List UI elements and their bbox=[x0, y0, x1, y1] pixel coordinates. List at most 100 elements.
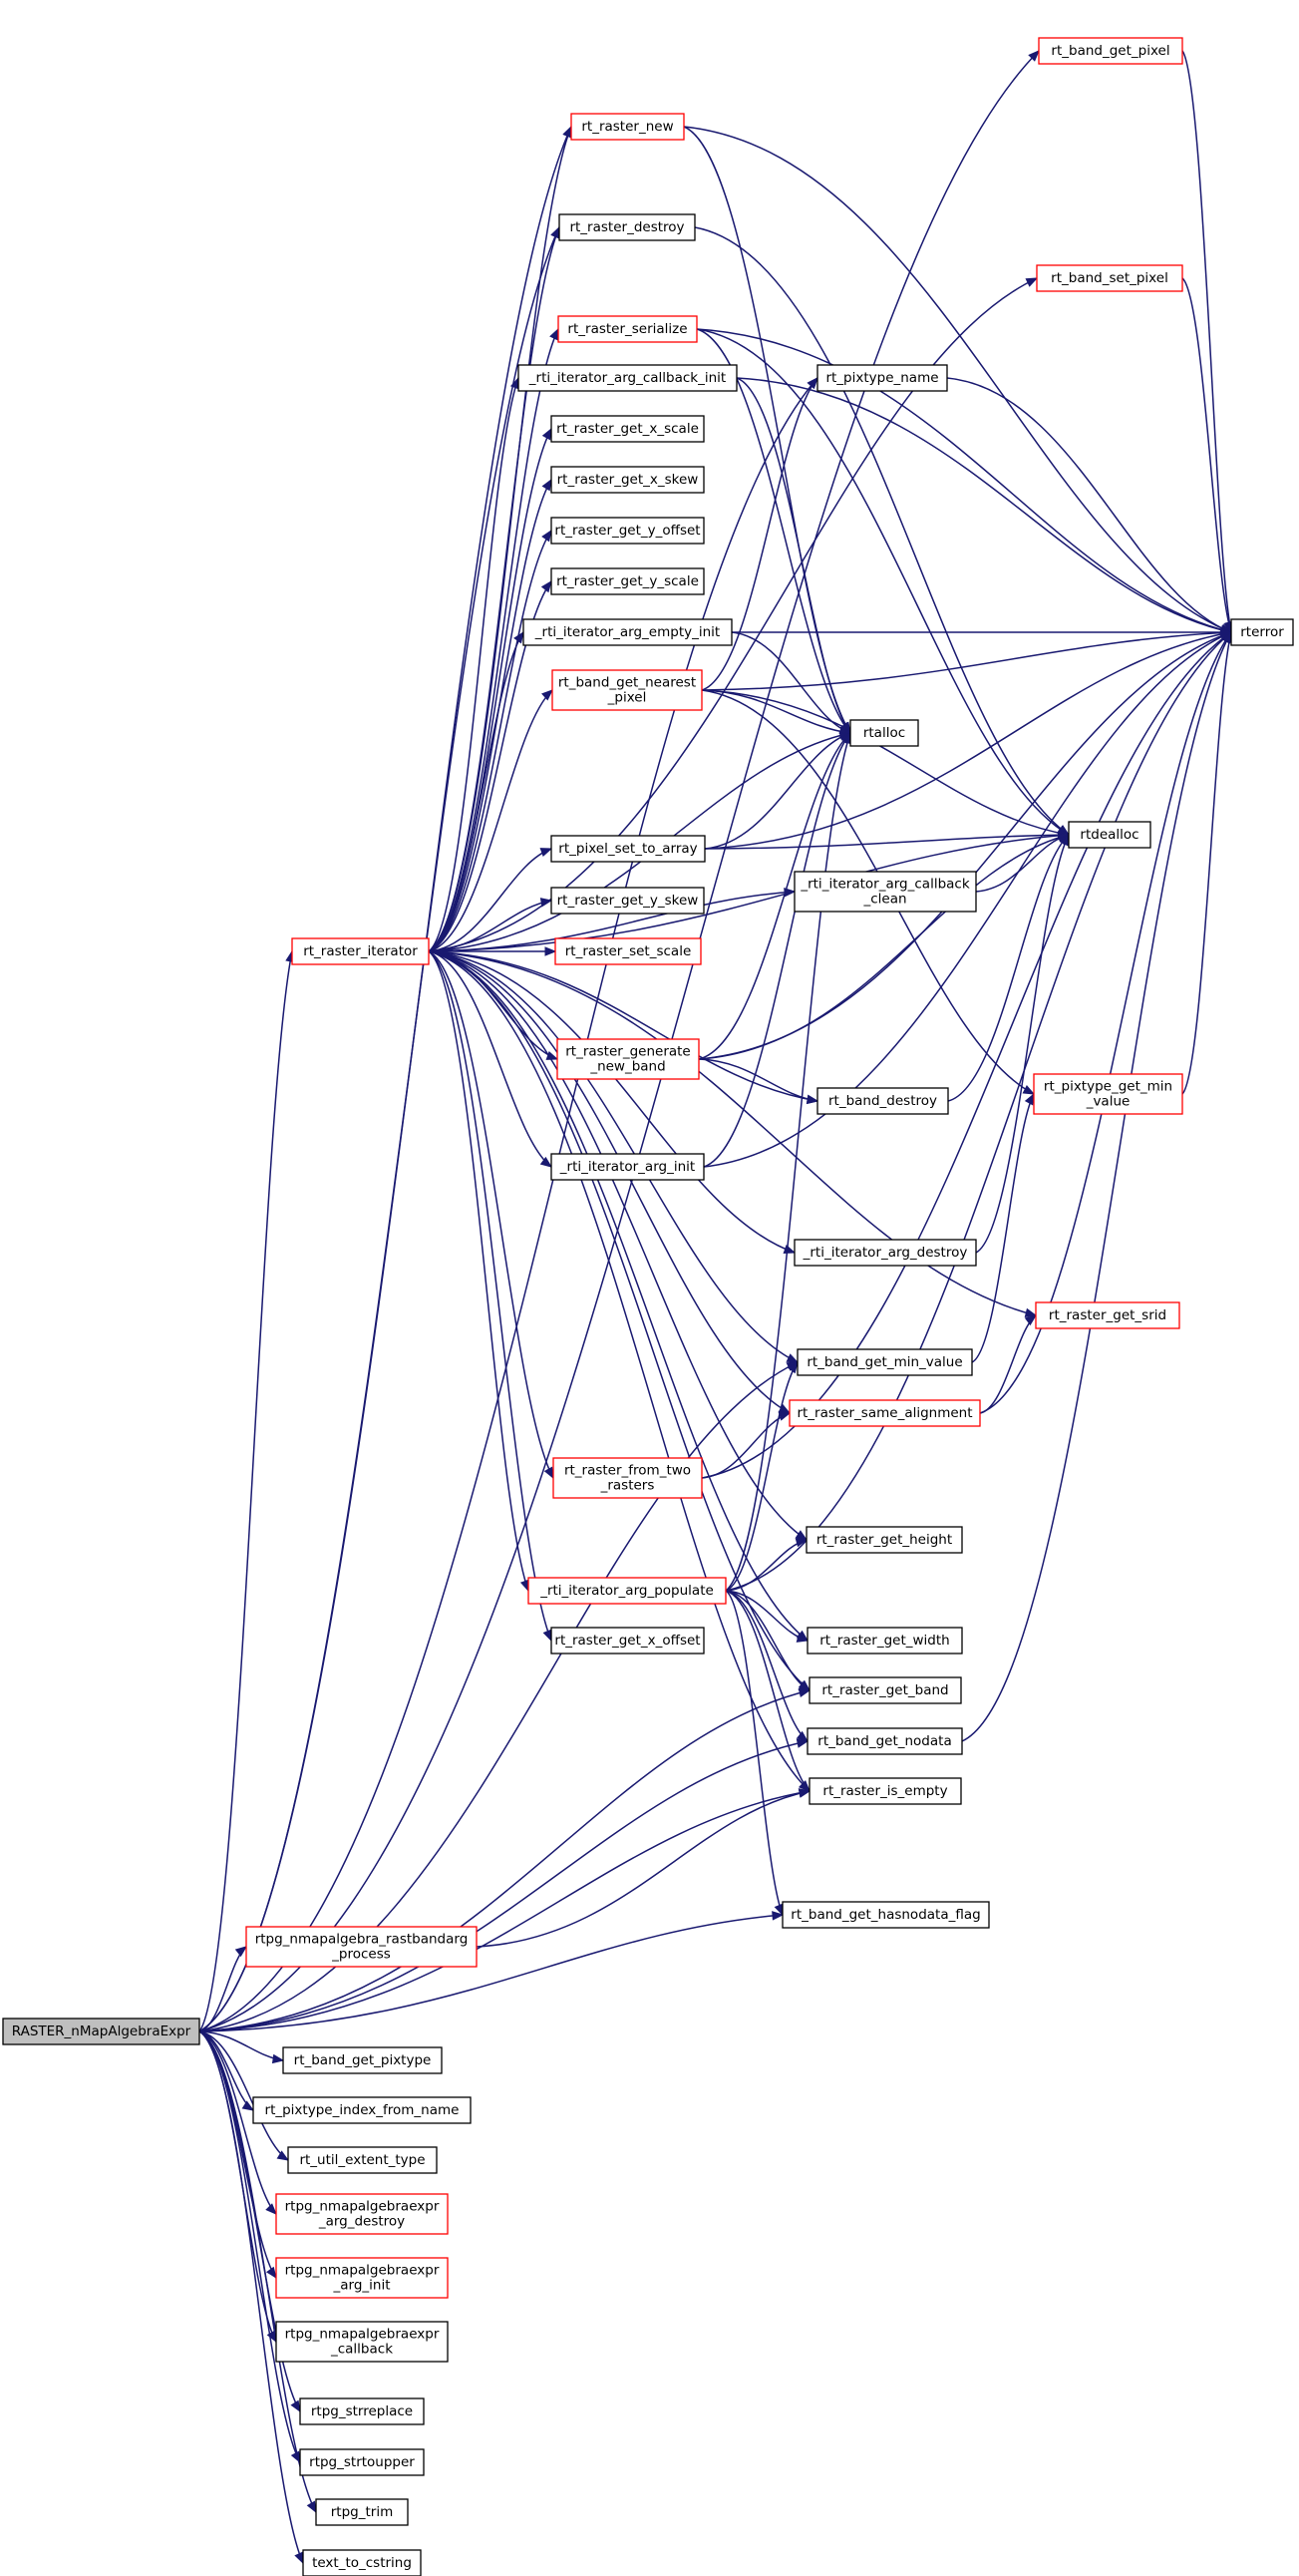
node-label: rtpg_nmapalgebraexpr_callback bbox=[285, 2327, 440, 2358]
edge-arg_populate-to-band_get_nodata bbox=[725, 1590, 810, 1742]
node-label: rt_raster_destroy bbox=[569, 219, 684, 235]
node-nearest-pixel[interactable]: rt_band_get_nearest_pixel bbox=[551, 669, 703, 711]
node-hasnodata-flag[interactable]: rt_band_get_hasnodata_flag bbox=[782, 1901, 990, 1929]
node-raster-new[interactable]: rt_raster_new bbox=[570, 113, 685, 141]
edge-iter-to-from_two_rasters bbox=[428, 950, 554, 1480]
node-strtoupper[interactable]: rtpg_strtoupper bbox=[299, 2448, 425, 2476]
node-expr-arg-init[interactable]: rtpg_nmapalgebraexpr_arg_init bbox=[275, 2257, 449, 2299]
node-raster-serialize[interactable]: rt_raster_serialize bbox=[557, 315, 698, 343]
node-from-two-rasters[interactable]: rt_raster_from_two_rasters bbox=[552, 1457, 703, 1499]
node-band-get-min-value[interactable]: rt_band_get_min_value bbox=[797, 1348, 973, 1376]
edge-arg_populate-to-hasnodata_flag bbox=[725, 1590, 784, 1917]
node-strreplace[interactable]: rtpg_strreplace bbox=[299, 2397, 425, 2425]
node-cb-init[interactable]: _rti_iterator_arg_callback_init bbox=[517, 364, 738, 392]
node-label: rt_band_get_pixtype bbox=[294, 2052, 432, 2068]
node-label: _rti_iterator_arg_populate bbox=[539, 1583, 714, 1599]
edge-iter-to-arg_init bbox=[428, 950, 553, 1168]
edge-iter-to-get_y_offset bbox=[428, 529, 552, 952]
edge-arg_populate-to-get_band bbox=[725, 1590, 812, 1691]
node-get-width[interactable]: rt_raster_get_width bbox=[807, 1627, 963, 1655]
node-label: rt_raster_get_x_skew bbox=[557, 472, 699, 488]
node-arg-populate[interactable]: _rti_iterator_arg_populate bbox=[527, 1577, 727, 1605]
edge-generate_new_band-to-band_destroy bbox=[698, 1058, 819, 1105]
edge-root-to-rastbandarg_process bbox=[198, 1946, 248, 2032]
edge-iter-to-arg_populate bbox=[428, 950, 529, 1593]
node-get-y-offset[interactable]: rt_raster_get_y_offset bbox=[550, 517, 705, 545]
node-pixel-set-to-array[interactable]: rt_pixel_set_to_array bbox=[550, 835, 706, 863]
node-label: rtpg_strtoupper bbox=[309, 2454, 415, 2470]
edge-root-to-expr_arg_destroy bbox=[198, 2030, 277, 2215]
node-arg-destroy[interactable]: _rti_iterator_arg_destroy bbox=[794, 1239, 977, 1267]
node-empty-init[interactable]: _rti_iterator_arg_empty_init bbox=[522, 618, 733, 646]
node-set-scale[interactable]: rt_raster_set_scale bbox=[554, 937, 702, 965]
node-label: _rti_iterator_arg_destroy bbox=[803, 1245, 968, 1261]
node-label: rtpg_nmapalgebraexpr_arg_init bbox=[285, 2263, 440, 2294]
node-label: rt_raster_same_alignment bbox=[797, 1405, 972, 1421]
edge-pixel_set_to_array-to-rtdealloc bbox=[704, 830, 1071, 850]
node-band-get-pixtype[interactable]: rt_band_get_pixtype bbox=[282, 2046, 443, 2074]
node-get-y-skew[interactable]: rt_raster_get_y_skew bbox=[550, 887, 705, 915]
edge-iter-to-raster_destroy bbox=[428, 225, 560, 952]
node-get-band[interactable]: rt_raster_get_band bbox=[809, 1676, 962, 1704]
node-to-cstring[interactable]: text_to_cstring bbox=[302, 2549, 422, 2576]
node-label: rt_raster_generate_new_band bbox=[565, 1044, 691, 1075]
node-get-x-skew[interactable]: rt_raster_get_x_skew bbox=[550, 466, 705, 494]
node-label: rt_band_destroy bbox=[828, 1093, 937, 1109]
node-label: _rti_iterator_arg_init bbox=[559, 1159, 695, 1175]
node-pixtype-name[interactable]: rt_pixtype_name bbox=[816, 364, 948, 392]
edge-rastbandarg_process-to-is_empty bbox=[476, 1788, 812, 1948]
node-rtdealloc[interactable]: rtdealloc bbox=[1068, 821, 1151, 849]
node-band-destroy[interactable]: rt_band_destroy bbox=[816, 1087, 949, 1115]
edge-from_two_rasters-to-same_alignment bbox=[701, 1411, 792, 1479]
node-rastbandarg-process[interactable]: rtpg_nmapalgebra_rastbandarg_process bbox=[245, 1926, 478, 1968]
node-label: RASTER_nMapAlgebraExpr bbox=[12, 2024, 191, 2039]
edge-iter-to-nearest_pixel bbox=[428, 689, 553, 952]
node-get-x-offset[interactable]: rt_raster_get_x_offset bbox=[550, 1627, 705, 1655]
node-iter[interactable]: rt_raster_iterator bbox=[291, 937, 430, 965]
node-pixtype-index[interactable]: rt_pixtype_index_from_name bbox=[252, 2096, 472, 2124]
node-get-x-scale[interactable]: rt_raster_get_x_scale bbox=[550, 415, 705, 443]
node-label: rt_raster_is_empty bbox=[822, 1783, 947, 1799]
node-label: rtalloc bbox=[863, 725, 905, 741]
edge-cb_init-to-rterror bbox=[736, 377, 1233, 635]
edge-arg_populate-to-get_height bbox=[725, 1538, 809, 1592]
node-expr-callback[interactable]: rtpg_nmapalgebraexpr_callback bbox=[275, 2321, 449, 2363]
node-band-set-pixel[interactable]: rt_band_set_pixel bbox=[1036, 264, 1183, 292]
node-rtalloc[interactable]: rtalloc bbox=[849, 719, 919, 747]
edge-empty_init-to-rterror bbox=[732, 627, 1233, 637]
node-root[interactable]: RASTER_nMapAlgebraExpr bbox=[2, 2018, 200, 2045]
node-extent-type[interactable]: rt_util_extent_type bbox=[287, 2146, 438, 2174]
node-rterror[interactable]: rterror bbox=[1230, 618, 1294, 646]
node-band-get-pixel[interactable]: rt_band_get_pixel bbox=[1038, 37, 1183, 65]
edge-arg_populate-to-rtalloc bbox=[725, 731, 852, 1592]
node-generate-new-band[interactable]: rt_raster_generate_new_band bbox=[556, 1038, 700, 1080]
edge-pixel_set_to_array-to-rterror bbox=[704, 629, 1233, 850]
node-label: rtpg_nmapalgebraexpr_arg_destroy bbox=[285, 2199, 440, 2230]
node-label: rt_raster_get_y_skew bbox=[557, 893, 699, 909]
node-cb-clean[interactable]: _rti_iterator_arg_callback_clean bbox=[794, 871, 977, 913]
node-pixtype-get-min[interactable]: rt_pixtype_get_min_value bbox=[1033, 1073, 1183, 1115]
edge-raster_serialize-to-rtdealloc bbox=[696, 328, 1071, 836]
node-raster-destroy[interactable]: rt_raster_destroy bbox=[558, 213, 696, 241]
node-band-get-nodata[interactable]: rt_band_get_nodata bbox=[807, 1727, 963, 1755]
edge-same_alignment-to-rterror bbox=[979, 630, 1232, 1414]
node-trim[interactable]: rtpg_trim bbox=[315, 2498, 409, 2526]
node-label: rt_raster_get_height bbox=[816, 1532, 952, 1548]
edge-empty_init-to-rtalloc bbox=[731, 631, 852, 734]
node-get-y-scale[interactable]: rt_raster_get_y_scale bbox=[550, 567, 705, 595]
edge-root-to-expr_callback bbox=[198, 2030, 277, 2344]
node-same-alignment[interactable]: rt_raster_same_alignment bbox=[789, 1399, 981, 1427]
node-expr-arg-destroy[interactable]: rtpg_nmapalgebraexpr_arg_destroy bbox=[275, 2193, 449, 2235]
node-label: _rti_iterator_arg_empty_init bbox=[534, 624, 720, 640]
node-label: rt_raster_serialize bbox=[567, 321, 687, 337]
edge-root-to-extent_type bbox=[198, 2030, 290, 2161]
node-label: rt_band_get_pixel bbox=[1051, 43, 1169, 59]
edge-iter-to-pixel_set_to_array bbox=[428, 848, 553, 952]
edge-arg_populate-to-is_empty bbox=[725, 1590, 811, 1792]
node-get-height[interactable]: rt_raster_get_height bbox=[806, 1526, 963, 1554]
node-label: rtdealloc bbox=[1080, 827, 1138, 843]
node-is-empty[interactable]: rt_raster_is_empty bbox=[809, 1777, 962, 1805]
node-get-srid[interactable]: rt_raster_get_srid bbox=[1035, 1301, 1180, 1329]
node-arg-init[interactable]: _rti_iterator_arg_init bbox=[550, 1153, 705, 1181]
